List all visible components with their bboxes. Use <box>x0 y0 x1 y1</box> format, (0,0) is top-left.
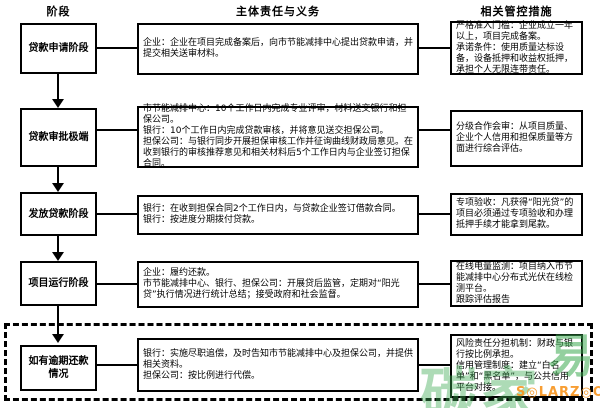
duty-box-row1: 企业：企业在项目完成备案后，向市节能减排中心提出贷款申请，并提交相关送审材料。 <box>137 23 419 75</box>
connector-row4-left <box>97 283 137 285</box>
control-box-row4: 在线电量监测：项目纳入市节能减排中心分布式光伏在线检测平台。 跟踪评估报告 <box>450 260 583 307</box>
flow-arrow-line-3 <box>57 236 59 253</box>
column-header-control: 相关管控措施 <box>480 5 553 18</box>
flow-arrowhead-1 <box>52 99 64 108</box>
column-header-stage: 阶段 <box>46 5 71 18</box>
control-box-row3: 专项验收：凡获得“阳光贷”的项目必须通过专项验收和办理抵押手续才能拿到尾款。 <box>450 193 583 236</box>
connector-row1-left <box>97 47 137 49</box>
stage-box-loan-approval: 贷款审批极端 <box>20 108 97 167</box>
stage-box-loan-disbursement: 发放贷款阶段 <box>20 192 97 236</box>
duty-box-row3: 银行：在收到担保合同2个工作日内，与贷款企业签订借款合同。 银行：按进度分期拨付… <box>137 195 419 235</box>
control-box-row1: 严格准入门槛：企业成立一年以上，项目完成备案。 承诺条件：使用质量达标设备，设备… <box>450 21 583 75</box>
stage-box-project-operation: 项目运行阶段 <box>20 261 97 306</box>
flow-arrow-line-2 <box>57 167 59 184</box>
duty-box-row2: 市节能减排中心：10个工作日内完成专业评审，材料送交银行和担保公司。 银行：10… <box>137 104 419 169</box>
control-box-row5: 风险责任分担机制：财政与银行按比例承担。 信用管理制度：建立“白名单”和“黑名单… <box>450 334 583 398</box>
duty-box-row4: 企业：履约还款。 市节能减排中心、银行、担保公司：开展贷后监管，定期对“阳光贷”… <box>137 261 419 308</box>
connector-row4-right <box>419 283 450 285</box>
connector-row2-right <box>419 129 450 131</box>
connector-row3-left <box>97 213 137 215</box>
connector-row5-left <box>97 364 137 366</box>
flow-arrowhead-2 <box>52 183 64 192</box>
stage-box-loan-application: 贷款申请阶段 <box>20 23 97 74</box>
column-header-duty: 主体责任与义务 <box>236 5 320 18</box>
overdue-dashed-region <box>4 323 593 401</box>
connector-row5-right <box>419 364 450 366</box>
flow-arrowhead-3 <box>52 252 64 261</box>
stage-box-overdue-repayment: 如有逾期还款情况 <box>20 345 97 391</box>
connector-row3-right <box>419 213 450 215</box>
connector-row2-left <box>97 129 137 131</box>
connector-row1-right <box>419 47 450 49</box>
flow-arrow-line-1 <box>57 74 59 100</box>
duty-box-row5: 银行：实施尽职追偿，及时告知市节能减排中心及担保公司，并提供相关资料。 担保公司… <box>137 338 419 392</box>
control-box-row2: 分级合作会审：从项目质量、企业个人信用和担保质量等方面进行综合评估。 <box>450 110 583 167</box>
flow-arrowhead-4 <box>52 334 64 343</box>
flow-arrow-line-4 <box>57 306 59 335</box>
